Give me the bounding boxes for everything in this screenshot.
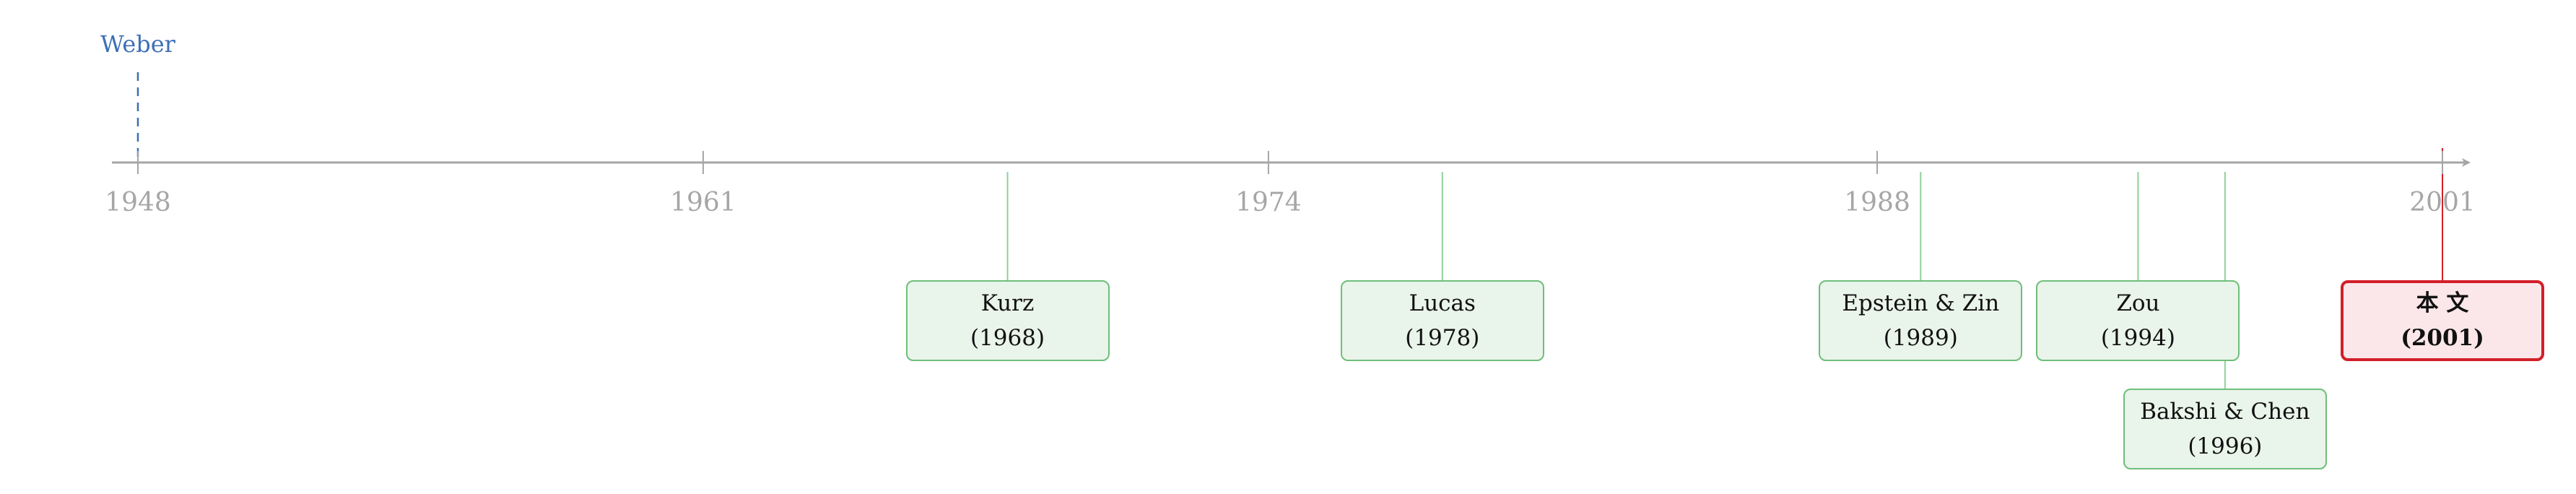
tick-label: 2001 [2409, 188, 2476, 217]
event-year: (2001) [2401, 325, 2484, 351]
event-box: Bakshi & Chen (1996) [2123, 389, 2327, 469]
tick-label: 1948 [105, 188, 171, 217]
event-name: Kurz [980, 290, 1035, 316]
event-name: 本 文 [2416, 290, 2469, 316]
event-box: Epstein & Zin (1989) [1819, 280, 2023, 361]
event-year: (1989) [1883, 325, 1958, 351]
tick-label: 1974 [1235, 188, 1302, 217]
event-name: Zou [2116, 290, 2160, 316]
event-year: (1978) [1405, 325, 1480, 351]
event-year: (1968) [970, 325, 1045, 351]
event-year: (1994) [2100, 325, 2175, 351]
event-box: Lucas (1978) [1340, 280, 1544, 361]
event-name: Bakshi & Chen [2140, 399, 2310, 425]
tick-label: 1961 [670, 188, 736, 217]
event-name: Lucas [1409, 290, 1476, 316]
event-name: Epstein & Zin [1842, 290, 2000, 316]
event-box: Kurz (1968) [905, 280, 1110, 361]
event-year: (1996) [2188, 433, 2263, 459]
marker-label: Weber [100, 30, 176, 58]
highlight-event-box: 本 文 (2001) [2341, 280, 2544, 361]
event-box: Zou (1994) [2036, 280, 2240, 361]
tick-label: 1988 [1844, 188, 1910, 217]
